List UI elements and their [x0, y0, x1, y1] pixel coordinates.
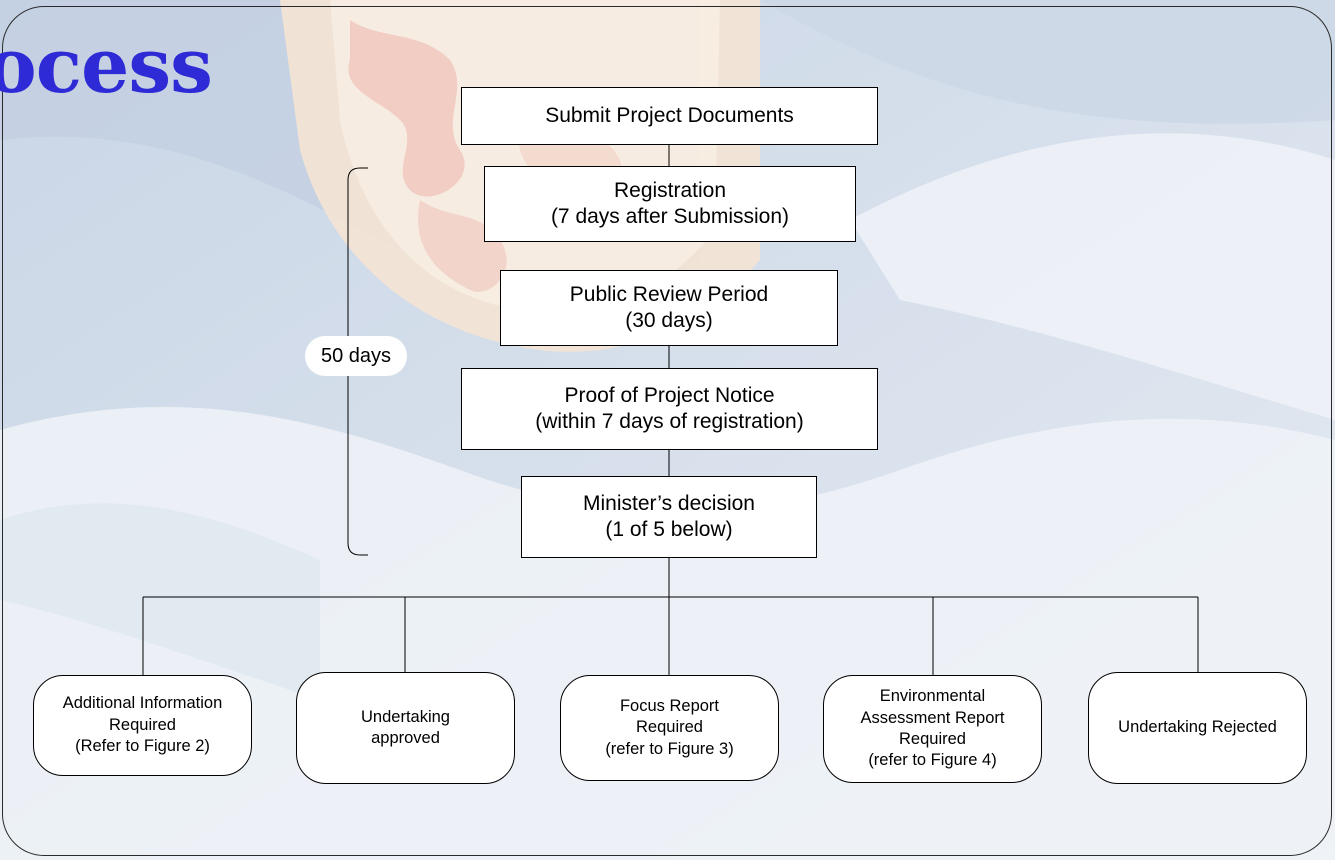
step-proof-of-project-notice: Proof of Project Notice (within 7 days o…: [461, 368, 878, 450]
outcome-line: Undertaking: [361, 707, 450, 726]
outcome-line: (refer to Figure 3): [605, 739, 734, 758]
outcome-line: Focus Report: [619, 696, 720, 715]
step-line: Submit Project Documents: [545, 104, 794, 128]
step-registration: Registration (7 days after Submission): [484, 166, 856, 242]
step-ministers-decision: Minister’s decision (1 of 5 below): [521, 476, 817, 558]
step-line: (30 days): [625, 309, 713, 332]
outcome-undertaking-approved: Undertaking approved: [296, 672, 515, 784]
outcome-line: Required: [899, 730, 966, 748]
step-line: Public Review Period: [569, 283, 769, 307]
outcome-line: Environmental: [879, 687, 986, 706]
slide-title: ocess: [0, 21, 213, 110]
step-line: Minister’s decision: [583, 492, 755, 516]
step-line: (7 days after Submission): [550, 205, 790, 228]
slide-frame: [2, 6, 1332, 856]
outcome-environmental-assessment-report: Environmental Assessment Report Required…: [823, 675, 1042, 783]
outcome-line: (refer to Figure 4): [868, 751, 997, 770]
outcome-line: Undertaking Rejected: [1118, 718, 1277, 737]
outcome-line: Required: [109, 715, 176, 734]
duration-label: 50 days: [305, 336, 407, 376]
outcome-line: approved: [371, 729, 440, 747]
outcome-line: Required: [636, 718, 703, 737]
step-submit-project-documents: Submit Project Documents: [461, 87, 878, 145]
outcome-undertaking-rejected: Undertaking Rejected: [1088, 672, 1307, 784]
step-line: (1 of 5 below): [605, 518, 733, 541]
step-line: (within 7 days of registration): [535, 410, 804, 433]
outcome-line: Assessment Report: [860, 708, 1005, 727]
outcome-line: (Refer to Figure 2): [75, 737, 210, 756]
outcome-line: Additional Information: [62, 694, 223, 713]
step-line: Proof of Project Notice: [564, 384, 775, 408]
step-public-review-period: Public Review Period (30 days): [500, 270, 838, 346]
step-line: Registration: [613, 179, 727, 203]
outcome-focus-report: Focus Report Required (refer to Figure 3…: [560, 675, 779, 781]
outcome-additional-information: Additional Information Required (Refer t…: [33, 675, 252, 776]
